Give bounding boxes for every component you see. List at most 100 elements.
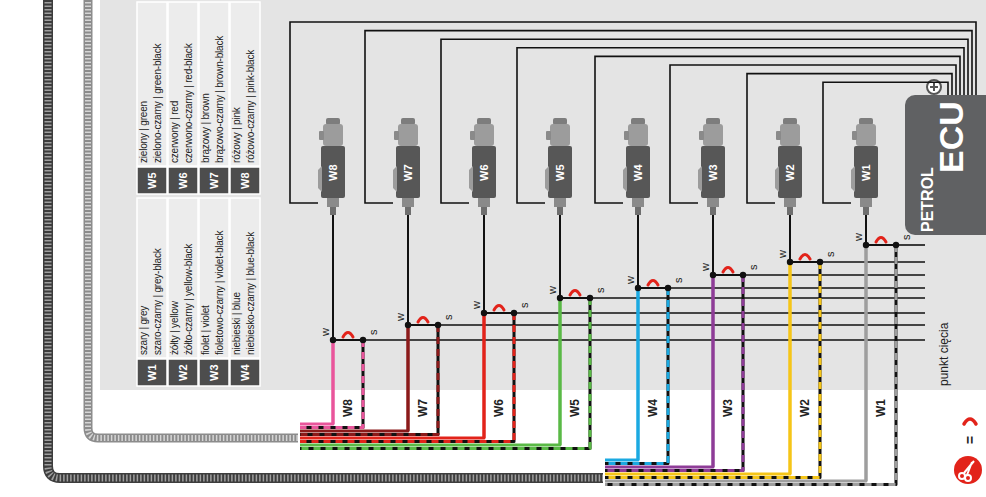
junction-dot <box>740 272 746 278</box>
color-name-cell: różowy | pink <box>232 107 242 163</box>
injector-nozzle <box>784 198 796 207</box>
injector-latch <box>394 131 399 140</box>
ecu-wire <box>743 274 925 276</box>
junction-dot <box>863 242 869 248</box>
injector-tip <box>787 207 793 215</box>
injector-wire <box>484 215 514 313</box>
color-name-cell: niebieski | blue <box>232 292 242 355</box>
legend-equals: = <box>963 436 977 444</box>
cable-hose <box>88 0 298 438</box>
fuel-injector: W7 <box>393 118 423 215</box>
injector-nozzle <box>402 198 414 207</box>
ecu-label: PETROL <box>920 167 936 232</box>
injector-latch <box>470 131 475 140</box>
table-row-label: W3 <box>209 365 220 382</box>
legend-text: punkt cięcia <box>938 323 950 386</box>
signal-wire <box>300 313 484 438</box>
signal-wire-black <box>605 288 668 464</box>
injector-latch <box>776 131 781 140</box>
table-cell <box>168 2 198 166</box>
cut-point-mark <box>343 333 353 338</box>
cut-point-mark <box>648 281 658 286</box>
background-panel <box>100 0 986 390</box>
scissors-handle <box>965 475 971 481</box>
injector-tab <box>393 166 397 192</box>
color-name-cell: brązowy | brown <box>201 93 211 163</box>
ecu-wire <box>438 324 925 326</box>
injector-body <box>472 146 496 198</box>
injector-label: W7 <box>403 164 414 181</box>
pin-label: w <box>777 250 788 258</box>
signal-wire-black <box>300 313 514 442</box>
signal-wire-black <box>605 245 896 485</box>
table-row-label: W5 <box>147 173 158 190</box>
table-header-cell <box>199 359 229 386</box>
pin-label: w <box>625 276 636 284</box>
signal-wire-stripe <box>605 262 820 478</box>
signal-wire-stripe <box>300 340 363 428</box>
injector-latch <box>852 131 857 140</box>
ecu-wire <box>820 261 925 263</box>
injector-tab <box>623 166 627 192</box>
injector-latch <box>319 131 324 140</box>
injector-label: W8 <box>328 164 339 181</box>
injector-plug <box>477 118 491 125</box>
table-cell <box>199 198 229 358</box>
table-row-label: W2 <box>178 365 189 382</box>
injector-label: W5 <box>555 164 566 181</box>
table-cell <box>199 2 229 166</box>
cable-hose <box>48 0 603 478</box>
injector-label: W2 <box>785 164 796 181</box>
supply-wire <box>441 39 968 203</box>
injector-body <box>396 146 420 198</box>
injector-wire <box>333 215 363 340</box>
junction-dot <box>635 285 641 291</box>
injector-body <box>321 146 345 198</box>
injector-tip <box>557 207 563 215</box>
junction-dot <box>787 259 793 265</box>
supply-wire <box>290 22 976 203</box>
injector-body <box>778 146 802 198</box>
injector-label: W6 <box>479 164 490 181</box>
legend-sample <box>964 419 976 424</box>
fuel-injector: W1 <box>851 118 881 215</box>
injector-plug <box>859 118 873 125</box>
injector-latch <box>699 131 704 140</box>
supply-wire <box>517 48 964 203</box>
injector-tab <box>851 166 855 192</box>
injector-wire <box>713 215 743 275</box>
signal-wire-stripe <box>605 245 896 485</box>
table-cell <box>168 198 198 358</box>
injector-plug <box>553 118 567 125</box>
injector-tab <box>545 166 549 192</box>
table-row-label: W8 <box>240 173 251 190</box>
color-name-cell: zielono-czarny | green-black <box>153 44 163 163</box>
signal-wire <box>605 275 713 467</box>
fuel-injector: W5 <box>545 118 575 215</box>
junction-dot <box>893 242 899 248</box>
ecu-wire <box>896 244 925 246</box>
cable-hose-coil <box>48 0 603 478</box>
pin-label: w <box>395 313 406 321</box>
fuel-injector: W6 <box>469 118 499 215</box>
wire-label: W6 <box>493 399 505 417</box>
injector-tip <box>863 207 869 215</box>
color-name-cell: żółto-czarny | yellow-black <box>184 244 194 355</box>
injector-nozzle <box>478 198 490 207</box>
wire-label: W2 <box>799 399 811 417</box>
pin-label: s <box>443 315 454 321</box>
color-name-cell: brązowo-czarny | brown-black <box>215 36 225 163</box>
injector-plug <box>631 118 645 125</box>
table-row-label: W7 <box>209 173 220 190</box>
junction-dot <box>587 295 593 301</box>
pin-label: s <box>519 303 530 309</box>
signal-wire <box>605 262 790 474</box>
injector-tab <box>775 166 779 192</box>
injector-connector <box>550 124 570 146</box>
injector-tip <box>710 207 716 215</box>
wire-label: W1 <box>875 399 887 417</box>
injector-body <box>626 146 650 198</box>
signal-wire <box>300 325 408 431</box>
table-header-cell <box>137 167 167 194</box>
